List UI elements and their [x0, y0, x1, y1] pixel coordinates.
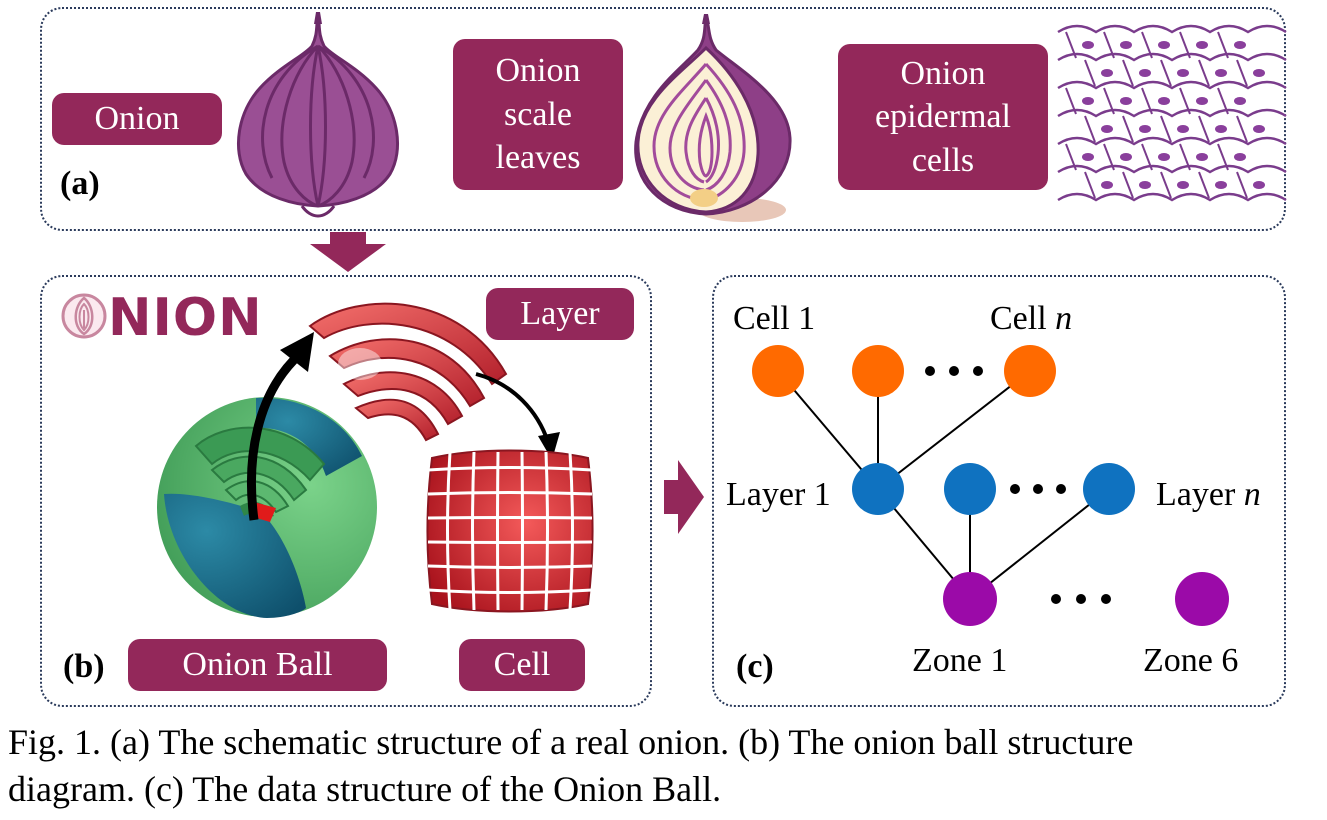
- onion-tag: Onion: [52, 93, 222, 145]
- whole-onion-icon: [237, 12, 399, 218]
- panel-c-label: (c): [736, 648, 774, 685]
- cell-node-2: [852, 345, 904, 397]
- edge-layern-zone1: [969, 488, 1110, 600]
- panel-a-frame: [40, 7, 1286, 231]
- right-arrow-icon: [664, 460, 704, 534]
- layer-last-label: Layer n: [1156, 476, 1261, 514]
- cell-last-label: Cell n: [990, 300, 1072, 338]
- zone-ellipsis: [1051, 594, 1111, 604]
- layer-ellipsis: [1010, 484, 1066, 494]
- panel-a-label: (a): [60, 165, 100, 202]
- layer-tag: Layer: [486, 288, 634, 340]
- layer-tag-label: Layer: [520, 295, 600, 333]
- layer-shells-icon: [308, 302, 508, 442]
- layer-node-2: [944, 463, 996, 515]
- epidermal-line-3: cells: [911, 141, 975, 179]
- layer-first-label: Layer 1: [726, 476, 831, 513]
- epidermal-line-1: Onion: [900, 54, 986, 92]
- scale-leaves-line-1: Onion: [495, 52, 581, 90]
- scale-leaves-line-3: leaves: [495, 139, 581, 177]
- cell-tag-label: Cell: [493, 646, 551, 684]
- onion-ball-tag-label: Onion Ball: [182, 646, 333, 684]
- scale-leaves-tag: Onion scale leaves: [453, 39, 623, 190]
- onion-ball-icon: [157, 397, 377, 618]
- cell-tag: Cell: [459, 639, 585, 691]
- onion-tag-label: Onion: [94, 100, 180, 138]
- epidermal-cells-icon: [1057, 24, 1287, 202]
- panel-b-frame: [40, 275, 652, 707]
- cut-onion-icon: [634, 14, 792, 222]
- panel-b-label: (b): [63, 648, 105, 685]
- layer-last-prefix: Layer: [1156, 476, 1244, 513]
- zone-node-1: [943, 572, 997, 626]
- zone-first-label: Zone 1: [912, 642, 1008, 679]
- caption-line-2: diagram. (c) The data structure of the O…: [8, 769, 722, 809]
- onion-logo-icon: [61, 293, 107, 339]
- cell-last-var: n: [1055, 300, 1073, 337]
- layer-last-var: n: [1243, 476, 1261, 513]
- epidermal-line-2: epidermal: [875, 98, 1011, 136]
- cell-grid-icon: [426, 449, 594, 613]
- figure-caption: Fig. 1. (a) The schematic structure of a…: [8, 719, 1323, 813]
- panel-c-frame: [712, 275, 1286, 707]
- cell-ellipsis: [925, 366, 983, 376]
- cell-node-n: [1004, 345, 1056, 397]
- scale-leaves-line-2: scale: [504, 95, 572, 133]
- layer-node-n: [1083, 463, 1135, 515]
- onion-ball-tag: Onion Ball: [128, 639, 387, 691]
- data-structure-tree: [752, 345, 1229, 626]
- layer-node-1: [852, 463, 904, 515]
- edge-celln-layer1: [877, 370, 1031, 490]
- cell-first-label: Cell 1: [733, 300, 816, 337]
- cell-node-1: [752, 345, 804, 397]
- zone-last-label: Zone 6: [1143, 642, 1239, 679]
- down-arrow-icon: [310, 232, 386, 272]
- onion-logo-text: NION: [108, 288, 263, 348]
- caption-line-1: Fig. 1. (a) The schematic structure of a…: [8, 722, 1134, 762]
- decompose-arrows-icon: [246, 332, 560, 521]
- zone-node-6: [1175, 572, 1229, 626]
- cell-last-prefix: Cell: [990, 300, 1056, 337]
- epidermal-cells-tag: Onion epidermal cells: [838, 44, 1048, 190]
